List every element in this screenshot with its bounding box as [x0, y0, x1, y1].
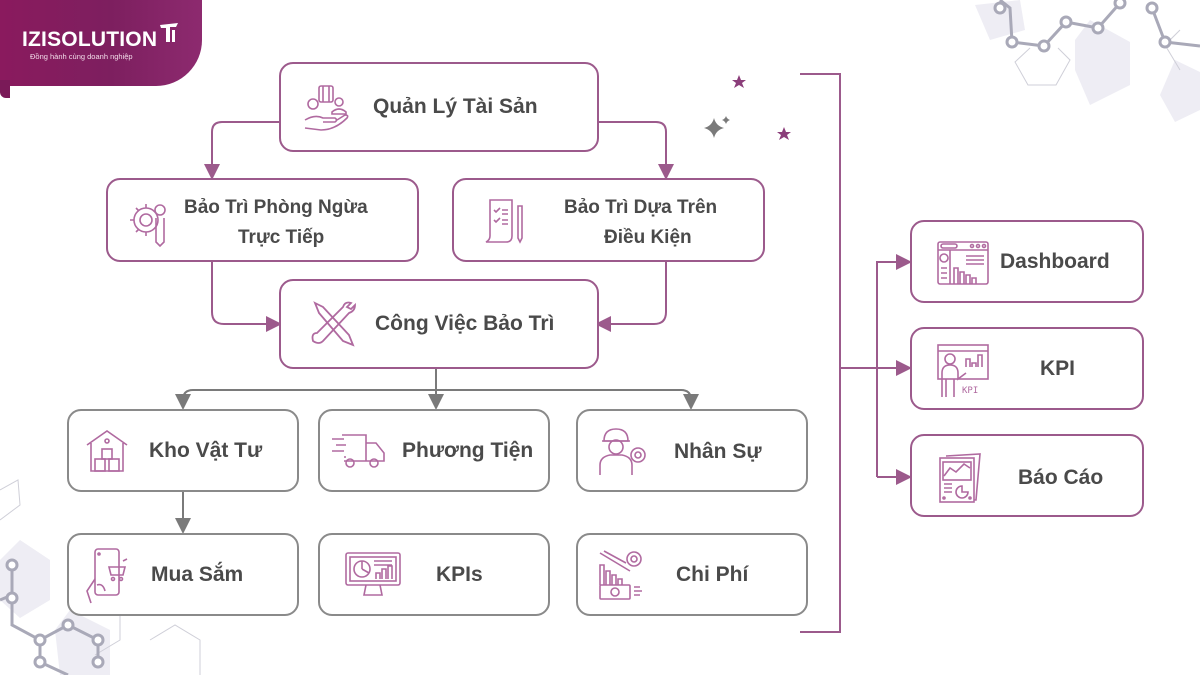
node-label-line2: Trực Tiếp	[238, 227, 325, 248]
node-personnel[interactable]: Nhân Sự	[576, 409, 808, 492]
node-label: KPI	[1040, 357, 1076, 380]
node-kpi[interactable]: KPI KPI	[910, 327, 1144, 410]
connector-work-right	[436, 389, 699, 410]
cost-decline-icon	[599, 550, 642, 600]
connector-root-left	[204, 121, 280, 180]
node-label: KPIs	[436, 563, 483, 586]
node-label: Công Việc Bảo Trì	[375, 312, 555, 335]
node-label-line1: Bảo Trì Phòng Ngừa	[184, 197, 368, 218]
kpi-icon-text: KPI	[962, 386, 978, 396]
brand-mark-icon	[160, 23, 178, 42]
node-kpis[interactable]: KPIs	[318, 533, 550, 616]
node-label: Chi Phí	[676, 563, 749, 586]
node-reports[interactable]: Báo Cáo	[910, 434, 1144, 517]
node-label: Quản Lý Tài Sản	[373, 95, 538, 118]
brand-banner-tail	[0, 80, 10, 98]
gear-wrench-icon	[130, 204, 166, 248]
brand-name: IZISOLUTION	[22, 28, 158, 51]
bracket	[800, 73, 841, 633]
node-label: Mua Sắm	[151, 563, 244, 586]
node-label: Dashboard	[1000, 250, 1110, 273]
sparkle-decoration	[732, 75, 791, 140]
node-warehouse[interactable]: Kho Vật Tư	[67, 409, 299, 492]
report-docs-icon	[939, 453, 981, 503]
kpi-presenter-icon: KPI	[937, 344, 989, 397]
tools-icon	[311, 301, 356, 347]
node-asset-management[interactable]: Quản Lý Tài Sản	[279, 62, 599, 152]
node-label: Kho Vật Tư	[149, 439, 263, 462]
monitor-chart-icon	[345, 552, 401, 596]
node-costs[interactable]: Chi Phí	[576, 533, 808, 616]
brand-tagline: Đồng hành cùng doanh nghiệp	[30, 52, 133, 61]
node-label: Phương Tiện	[402, 439, 534, 462]
node-label: Nhân Sự	[674, 440, 762, 463]
node-label-line1: Bảo Trì Dựa Trên	[564, 197, 718, 218]
connector-work-left	[175, 389, 436, 410]
worker-gear-icon	[599, 428, 646, 475]
brand-logo-banner: IZISOLUTION Đồng hành cùng doanh nghiệp	[0, 0, 202, 86]
asset-hand-icon	[304, 85, 349, 131]
connector-bracket-dashboard	[876, 254, 912, 477]
node-preventive-maintenance[interactable]: Bảo Trì Phòng Ngừa Trực Tiếp	[106, 178, 419, 262]
warehouse-icon	[86, 430, 128, 472]
node-dashboard[interactable]: Dashboard	[910, 220, 1144, 303]
node-label-line2: Điều Kiện	[604, 227, 692, 248]
connector-root-right	[597, 121, 674, 180]
checklist-scroll-icon	[485, 199, 523, 244]
node-condition-based-maintenance[interactable]: Bảo Trì Dựa Trên Điều Kiện	[452, 178, 765, 262]
truck-icon	[332, 434, 385, 468]
connector-left-work	[211, 262, 282, 332]
node-purchasing[interactable]: Mua Sắm	[67, 533, 299, 616]
node-vehicles[interactable]: Phương Tiện	[318, 409, 550, 492]
node-maintenance-work[interactable]: Công Việc Bảo Trì	[279, 279, 599, 369]
node-label: Báo Cáo	[1018, 466, 1104, 489]
dashboard-icon	[937, 241, 989, 285]
connector-right-work	[595, 262, 667, 332]
mobile-shopping-icon	[86, 548, 128, 604]
